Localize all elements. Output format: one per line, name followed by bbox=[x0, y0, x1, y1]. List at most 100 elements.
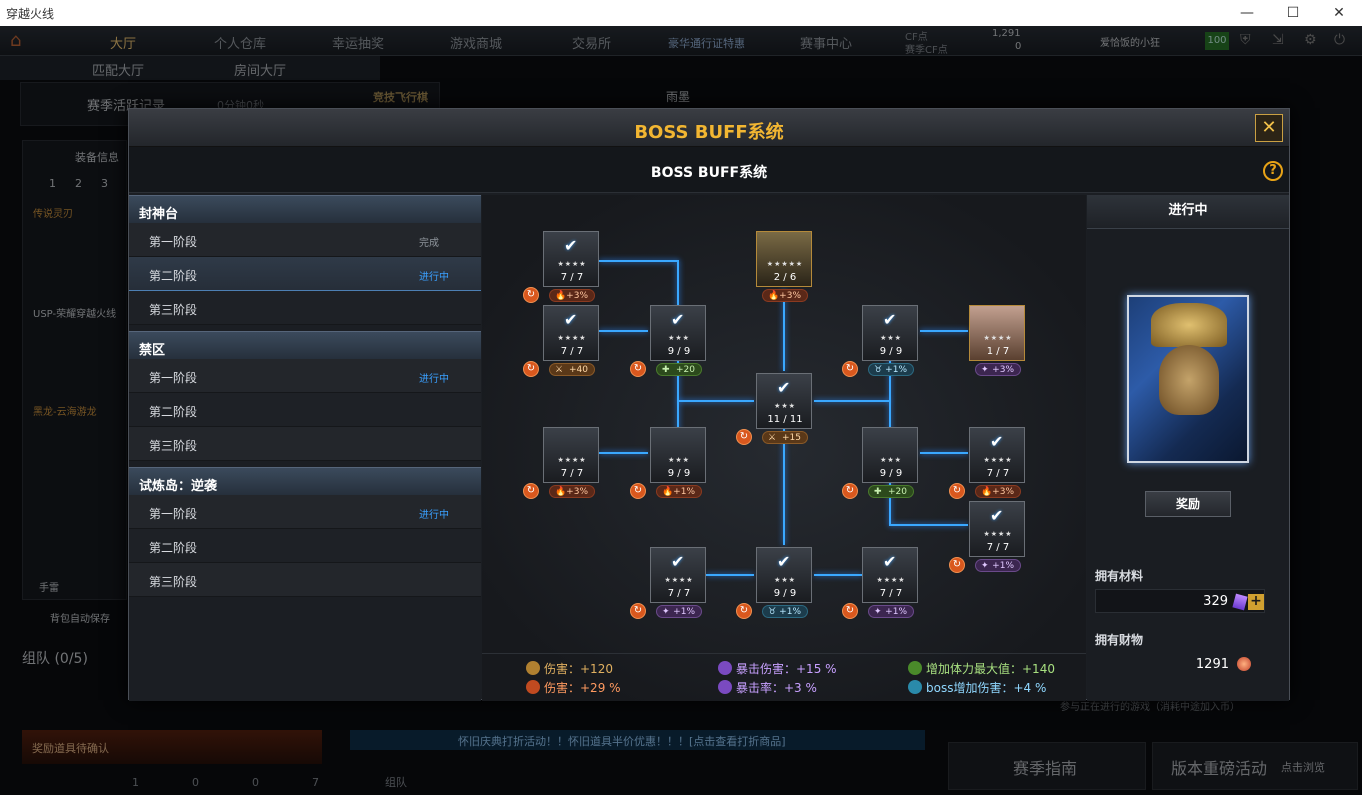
node-count: 7 / 7 bbox=[986, 468, 1010, 479]
match-lobby-tab[interactable]: 匹配大厅 bbox=[92, 64, 145, 79]
tab-2[interactable]: 2 bbox=[75, 177, 82, 190]
node-count: 9 / 9 bbox=[773, 588, 797, 599]
buff-node[interactable]: ✔★★★★7 / 7 bbox=[969, 501, 1025, 557]
reset-icon[interactable]: ↻ bbox=[736, 429, 752, 445]
node-stars: ★★★★ bbox=[983, 530, 1013, 538]
shield-icon[interactable]: ⛨ bbox=[1240, 32, 1251, 48]
stage-row[interactable]: 第三阶段 bbox=[129, 291, 481, 325]
stage-label: 第二阶段 bbox=[149, 405, 198, 419]
reset-icon[interactable]: ↻ bbox=[523, 483, 539, 499]
buff-badge: ⚔+15 bbox=[762, 431, 808, 444]
reset-icon[interactable]: ↻ bbox=[949, 557, 965, 573]
stage-row[interactable]: 第三阶段 bbox=[129, 427, 481, 461]
reset-icon[interactable]: ↻ bbox=[630, 483, 646, 499]
stat-damage-flat: 伤害：+120 bbox=[526, 660, 613, 677]
buff-node[interactable]: ✔★★★11 / 11 bbox=[756, 373, 812, 429]
reset-icon[interactable]: ↻ bbox=[842, 483, 858, 499]
sword-icon bbox=[526, 661, 540, 675]
stage-row[interactable]: 第二阶段进行中 bbox=[129, 257, 481, 291]
plus-icon bbox=[908, 661, 922, 675]
weapon-4[interactable]: 手雷 bbox=[39, 583, 59, 594]
tab-3[interactable]: 3 bbox=[101, 177, 108, 190]
reset-icon[interactable]: ↻ bbox=[736, 603, 752, 619]
big-event-sub: 点击浏览 bbox=[1281, 761, 1325, 774]
nav-lobby[interactable]: 大厅 bbox=[110, 37, 137, 52]
buff-node[interactable]: ★★★★1 / 7 bbox=[969, 305, 1025, 361]
nav-exchange[interactable]: 交易所 bbox=[572, 37, 612, 52]
node-count: 7 / 7 bbox=[560, 468, 584, 479]
weapon-1[interactable]: 传说灵刃 bbox=[33, 209, 73, 220]
buff-badge: 🔥+3% bbox=[549, 485, 595, 498]
nav-lottery[interactable]: 幸运抽奖 bbox=[332, 37, 385, 52]
reset-icon[interactable]: ↻ bbox=[630, 603, 646, 619]
window-close-button[interactable]: ✕ bbox=[1333, 5, 1345, 21]
nav-events[interactable]: 赛事中心 bbox=[800, 37, 853, 52]
nav-pass[interactable]: 豪华通行证特惠 bbox=[668, 37, 745, 50]
stage-row[interactable]: 第一阶段进行中 bbox=[129, 495, 481, 529]
boss-card-image bbox=[1127, 295, 1249, 463]
stage-status: 进行中 bbox=[419, 510, 449, 521]
minimize-button[interactable]: — bbox=[1240, 5, 1254, 21]
buff-node[interactable]: ✔★★★9 / 9 bbox=[862, 305, 918, 361]
weapon-2[interactable]: USP-荣耀穿越火线 bbox=[33, 309, 117, 320]
node-stars: ★★★ bbox=[880, 334, 902, 342]
stage-row[interactable]: 第二阶段 bbox=[129, 529, 481, 563]
reward-button[interactable]: 奖励 bbox=[1145, 491, 1231, 517]
check-icon: ✔ bbox=[671, 552, 685, 571]
nav-warehouse[interactable]: 个人仓库 bbox=[214, 37, 267, 52]
equip-panel: 装备信息 1 2 3 传说灵刃 USP-荣耀穿越火线 黑龙-云海游龙 手雷 bbox=[22, 140, 127, 600]
home-icon[interactable]: ⌂ bbox=[10, 30, 22, 51]
buff-node[interactable]: ✔★★★★7 / 7 bbox=[862, 547, 918, 603]
add-material-button[interactable]: + bbox=[1248, 594, 1264, 610]
big-event-button[interactable]: 版本重磅活动 点击浏览 bbox=[1152, 742, 1358, 790]
reset-icon[interactable]: ↻ bbox=[523, 361, 539, 377]
reset-icon[interactable]: ↻ bbox=[630, 361, 646, 377]
reset-icon[interactable]: ↻ bbox=[949, 483, 965, 499]
reset-icon[interactable]: ↻ bbox=[523, 287, 539, 303]
buff-stats: 伤害：+120 暴击伤害：+15 % 增加体力最大值：+140 伤害：+29 %… bbox=[482, 653, 1086, 701]
stage-row[interactable]: 第三阶段 bbox=[129, 563, 481, 597]
buff-node[interactable]: ✔★★★★7 / 7 bbox=[543, 305, 599, 361]
boss-buff-dialog: BOSS BUFF系统 ✕ BOSS BUFF系统 ? 封神台 第一阶段完成 第… bbox=[128, 108, 1290, 701]
buff-node[interactable]: ✔★★★9 / 9 bbox=[756, 547, 812, 603]
buff-node[interactable]: ★★★★★2 / 6 bbox=[756, 231, 812, 287]
fire-icon: 🔥 bbox=[662, 487, 674, 497]
dialog-close-button[interactable]: ✕ bbox=[1255, 114, 1283, 142]
room-lobby-tab[interactable]: 房间大厅 bbox=[234, 64, 287, 79]
maximize-button[interactable]: ☐ bbox=[1286, 5, 1300, 21]
season-guide-button[interactable]: 赛季指南 bbox=[948, 742, 1146, 790]
stage-row[interactable]: 第一阶段完成 bbox=[129, 223, 481, 257]
buff-node[interactable]: ★★★9 / 9 bbox=[650, 427, 706, 483]
weapon-3[interactable]: 黑龙-云海游龙 bbox=[33, 407, 97, 418]
stage-row[interactable]: 第一阶段进行中 bbox=[129, 359, 481, 393]
nav-mall[interactable]: 游戏商城 bbox=[450, 37, 503, 52]
help-icon[interactable]: ? bbox=[1263, 161, 1283, 181]
auto-save-label[interactable]: 背包自动保存 bbox=[50, 614, 110, 625]
tab-1[interactable]: 1 bbox=[49, 177, 56, 190]
buff-node[interactable]: ✔★★★9 / 9 bbox=[650, 305, 706, 361]
crit-icon: ✦ bbox=[981, 365, 989, 375]
buff-node[interactable]: ★★★9 / 9 bbox=[862, 427, 918, 483]
reset-icon[interactable]: ↻ bbox=[842, 361, 858, 377]
buff-node[interactable]: ✔★★★★7 / 7 bbox=[543, 231, 599, 287]
boss-icon: ♉ bbox=[874, 365, 883, 375]
announcement-bar[interactable]: 怀旧庆典打折活动！！怀旧道具半价优惠！！！[点击查看打折商品] bbox=[350, 730, 925, 750]
reward-confirm-bar[interactable]: 奖励道具待确认 bbox=[22, 730, 322, 764]
power-icon[interactable]: ⏻ bbox=[1334, 32, 1346, 48]
check-icon: ✔ bbox=[777, 552, 791, 571]
exit-icon[interactable]: ⇲ bbox=[1272, 32, 1284, 48]
buff-node[interactable]: ✔★★★★7 / 7 bbox=[969, 427, 1025, 483]
stage-row[interactable]: 第二阶段 bbox=[129, 393, 481, 427]
reset-icon[interactable]: ↻ bbox=[842, 603, 858, 619]
race-button[interactable]: 竞技飞行棋 bbox=[373, 91, 428, 104]
stage-label: 第二阶段 bbox=[149, 541, 198, 555]
node-count: 9 / 9 bbox=[879, 346, 903, 357]
buff-node[interactable]: ★★★★7 / 7 bbox=[543, 427, 599, 483]
gear-icon[interactable]: ⚙ bbox=[1304, 32, 1317, 48]
node-count: 7 / 7 bbox=[560, 346, 584, 357]
buff-node[interactable]: ✔★★★★7 / 7 bbox=[650, 547, 706, 603]
stage-list: 封神台 第一阶段完成 第二阶段进行中 第三阶段 禁区 第一阶段进行中 第二阶段 … bbox=[129, 195, 481, 701]
team-chat-label: 组队 bbox=[385, 776, 407, 789]
crit-icon: ✦ bbox=[981, 561, 989, 571]
stage-label: 第三阶段 bbox=[149, 575, 198, 589]
